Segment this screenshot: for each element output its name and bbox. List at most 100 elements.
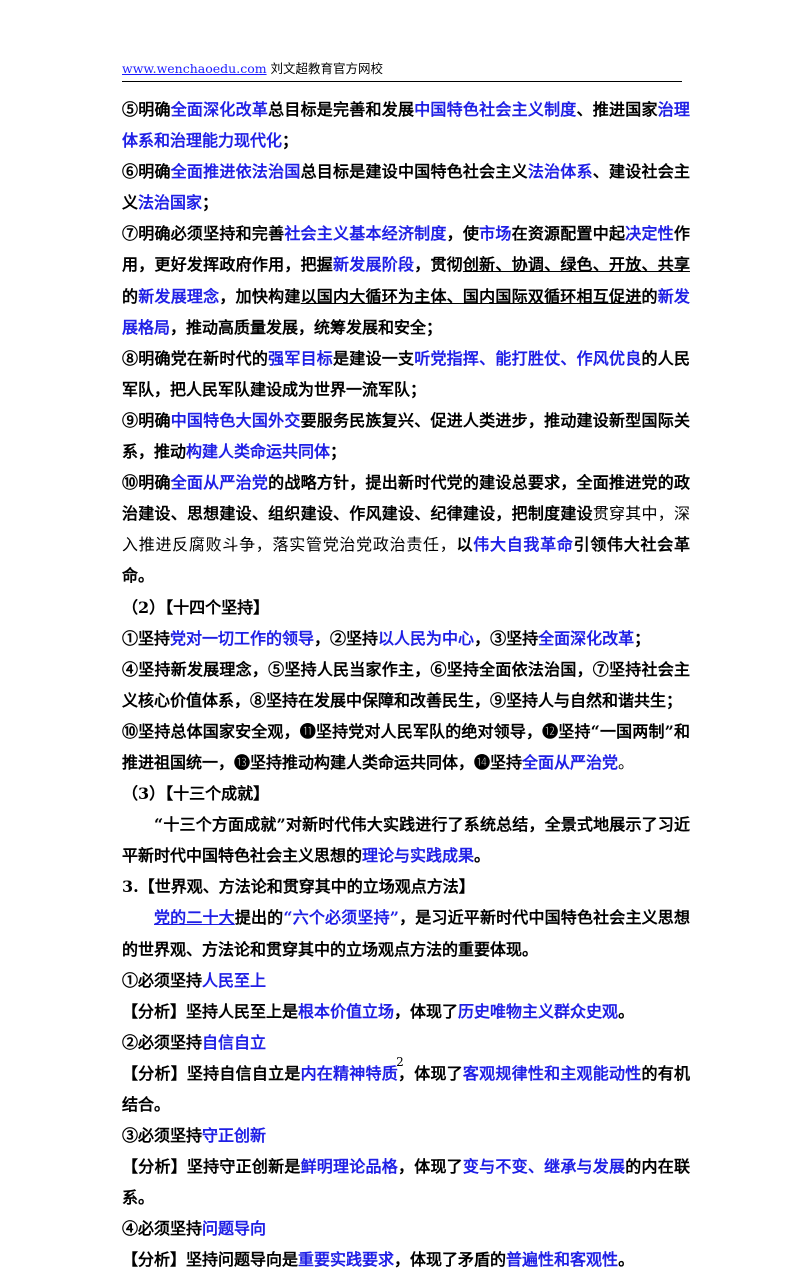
document-body: ⑤明确全面深化改革总目标是完善和发展中国特色社会主义制度、推进国家治理体系和治理…: [122, 94, 690, 1276]
text-run: 全面深化改革: [538, 628, 635, 648]
text-run: 治理体系和治理能力现代化: [122, 100, 690, 151]
text-run: ，体现了: [394, 1001, 459, 1021]
text-run: ；: [282, 131, 299, 151]
text-run: ②必须坚持: [122, 1032, 203, 1052]
text-run: 全面从严治党: [170, 473, 269, 493]
text-run: 新发展格局: [122, 286, 690, 337]
text-run: 作用，更好发挥政府作用，把握: [122, 224, 690, 275]
text-run: ；: [202, 193, 219, 213]
text-run: ①坚持: [122, 628, 171, 648]
thirteen-paragraph: “十三个方面成就”对新时代伟大实践进行了系统总结，全景式地展示了习近平新时代中国…: [122, 809, 690, 871]
text-run: 中国特色大国外交: [170, 410, 301, 430]
section-heading-3: 3.【世界观、方法论和贯穿其中的立场观点方法】: [122, 871, 690, 902]
text-run: 市场: [479, 224, 512, 244]
text-run: 全面从严治党: [522, 752, 619, 772]
fourteen-line-2: ④坚持新发展理念，⑤坚持人民当家作主，⑥坚持全面依法治国，⑦坚持社会主义核心价值…: [122, 654, 690, 716]
text-run: 法治体系: [527, 162, 593, 182]
text-run: ④坚持新发展理念，⑤坚持人民当家作主，⑥坚持全面依法治国，⑦坚持社会主义核心价值…: [122, 659, 690, 710]
org-name: 刘文超教育官方网校: [266, 61, 384, 76]
text-run: 历史唯物主义群众史观: [458, 1001, 619, 1021]
text-run: ；: [330, 442, 347, 462]
text-run: 法治国家: [138, 193, 203, 213]
text-run: 人民至上: [202, 970, 267, 990]
text-run: 新发展阶段: [333, 255, 415, 275]
text-run: 【分析】坚持问题导向是: [122, 1250, 299, 1270]
analysis-3: 【分析】坚持守正创新是鲜明理论品格，体现了变与不变、继承与发展的内在联系。: [122, 1151, 690, 1213]
text-run: 社会主义基本经济制度: [284, 224, 447, 244]
text-run: （2）【十四个坚持】: [122, 597, 270, 617]
text-run: 要服务民族复兴、促进人类进步，推动建设新型国际关系，推动: [122, 410, 690, 462]
text-run: 全面推进依法治国: [170, 162, 301, 182]
website-link[interactable]: www.wenchaoedu.com: [122, 61, 267, 76]
text-run: ，是习近平新时代中国特色社会主义思想的世界观、方法论和贯穿其中的立场观点方法的重…: [122, 908, 690, 959]
text-run: ⑩明确: [122, 473, 171, 493]
text-run: ⑩坚持总体国家安全观，⓫坚持党对人民军队的绝对领导，⓬坚持“一国两制”和推进祖国…: [122, 721, 690, 772]
text-run: 以: [456, 535, 474, 555]
text-run: 守正创新: [202, 1126, 267, 1146]
text-run: ，使: [446, 224, 480, 244]
text-run: 构建人类命运共同体: [186, 442, 331, 462]
text-run: ⑤明确: [122, 100, 171, 119]
six-musts-intro: 党的二十大提出的“六个必须坚持”，是习近平新时代中国特色社会主义思想的世界观、方…: [122, 902, 690, 964]
text-run: ⑨明确: [122, 410, 171, 430]
analysis-2: 【分析】坚持自信自立是内在精神特质，体现了客观规律性和主观能动性的有机结合。: [122, 1058, 690, 1120]
text-run: 、建设社会主义: [122, 162, 690, 213]
text-run: 在资源配置中起: [511, 224, 626, 244]
text-run: 总目标是建设中国特色社会主义: [300, 162, 528, 182]
item-9: ⑨明确中国特色大国外交要服务民族复兴、促进人类进步，推动建设新型国际关系，推动构…: [122, 405, 690, 467]
text-run: “六个必须坚持”: [283, 908, 399, 928]
text-run: 贯穿其中，深入推进反腐败斗争，落实管党治党政治责任，: [122, 504, 690, 555]
text-run: ，②坚持: [314, 628, 379, 648]
text-run: 、推进国家: [576, 100, 658, 119]
text-run: （3）【十三个成就】: [122, 784, 270, 804]
section-heading-13: （3）【十三个成就】: [122, 778, 690, 809]
page-header: www.wenchaoedu.com 刘文超教育官方网校: [122, 58, 682, 82]
text-run: 总目标是完善和发展: [268, 100, 415, 119]
text-run: 全面深化改革: [170, 100, 269, 119]
item-5: ⑤明确全面深化改革总目标是完善和发展中国特色社会主义制度、推进国家治理体系和治理…: [122, 94, 690, 156]
fourteen-line-3: ⑩坚持总体国家安全观，⓫坚持党对人民军队的绝对领导，⓬坚持“一国两制”和推进祖国…: [122, 716, 690, 778]
text-run: 新发展理念: [138, 286, 220, 306]
must-4: ④必须坚持问题导向: [122, 1213, 690, 1244]
text-run: 客观规律性和主观能动性: [462, 1063, 642, 1083]
text-run: 理论与实践成果: [362, 846, 475, 866]
text-run: ，推动高质量发展，统筹发展和安全；: [170, 317, 443, 337]
must-3: ③必须坚持守正创新: [122, 1120, 690, 1151]
text-run: 的: [641, 286, 658, 306]
text-run: 。: [618, 1001, 635, 1021]
text-run: ①必须坚持: [122, 970, 203, 990]
text-run: ，体现了: [397, 1063, 463, 1083]
text-run: 中国特色社会主义制度: [414, 100, 577, 119]
text-run: ③必须坚持: [122, 1126, 203, 1146]
text-run: ，体现了: [397, 1157, 463, 1177]
text-run: 的有机结合。: [122, 1063, 690, 1114]
text-run: 的: [122, 286, 139, 306]
item-7: ⑦明确必须坚持和完善社会主义基本经济制度，使市场在资源配置中起决定性作用，更好发…: [122, 218, 690, 342]
text-run: 【分析】坚持自信自立是: [122, 1063, 301, 1083]
text-run: “十三个方面成就”对新时代伟大实践进行了系统总结，全景式地展示了习近平新时代中国…: [122, 815, 690, 866]
text-run: 决定性: [625, 224, 674, 244]
analysis-1: 【分析】坚持人民至上是根本价值立场，体现了历史唯物主义群众史观。: [122, 996, 690, 1027]
text-run: 变与不变、继承与发展: [462, 1157, 626, 1177]
text-run: 。: [618, 1250, 635, 1270]
text-run: 党对一切工作的领导: [170, 628, 315, 648]
text-run: 。: [618, 752, 635, 772]
text-run: 提出的: [234, 908, 284, 928]
text-run: 内在精神特质: [300, 1063, 398, 1083]
text-run: 创新、协调、绿色、开放、共享: [462, 255, 690, 275]
text-run: 根本价值立场: [298, 1001, 395, 1021]
text-run: ；: [634, 628, 651, 648]
text-run: 3.【世界观、方法论和贯穿其中的立场观点方法】: [122, 877, 475, 897]
section-heading-14: （2）【十四个坚持】: [122, 592, 690, 623]
text-run: 伟大自我革命: [473, 535, 574, 555]
must-1: ①必须坚持人民至上: [122, 965, 690, 996]
text-run: ⑦明确必须坚持和完善: [122, 224, 285, 244]
item-10: ⑩明确全面从严治党的战略方针，提出新时代党的建设总要求，全面推进党的政治建设、思…: [122, 467, 690, 591]
text-run: ，加快构建: [219, 286, 301, 306]
text-run: ，体现了矛盾的: [394, 1250, 507, 1270]
text-run: ，③坚持: [474, 628, 539, 648]
fourteen-line-1: ①坚持党对一切工作的领导，②坚持以人民为中心，③坚持全面深化改革；: [122, 623, 690, 654]
page-number: 2: [396, 1055, 404, 1069]
text-run: 的战略方针，提出新时代党的建设总要求，全面推进党的政治建设、思想建设、组织建设、…: [122, 473, 690, 524]
text-run: ⑥明确: [122, 162, 171, 182]
